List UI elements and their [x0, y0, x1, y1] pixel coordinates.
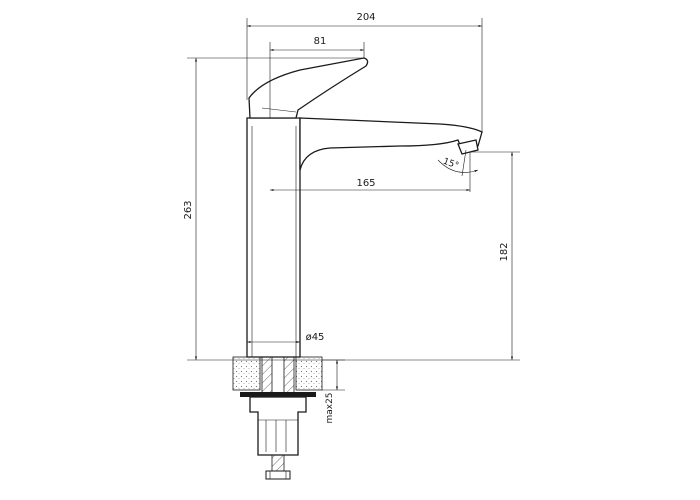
dimension-labels: 204 81 165 263 182 ø45 max25 15°	[183, 12, 510, 424]
spout-angle-label: 15°	[441, 157, 459, 172]
dimension-lines	[194, 24, 514, 390]
faucet-body	[246, 57, 483, 358]
total-width-label: 204	[356, 12, 375, 23]
total-height-label: 263	[183, 200, 194, 219]
max-deck-thickness-label: max25	[325, 392, 335, 423]
countertop-section	[232, 356, 323, 480]
spout-height-label: 182	[499, 242, 510, 261]
angle-arc	[437, 159, 479, 173]
spout-reach-label: 165	[356, 178, 375, 189]
body-diameter-label: ø45	[306, 332, 325, 343]
handle-offset-label: 81	[314, 36, 327, 47]
